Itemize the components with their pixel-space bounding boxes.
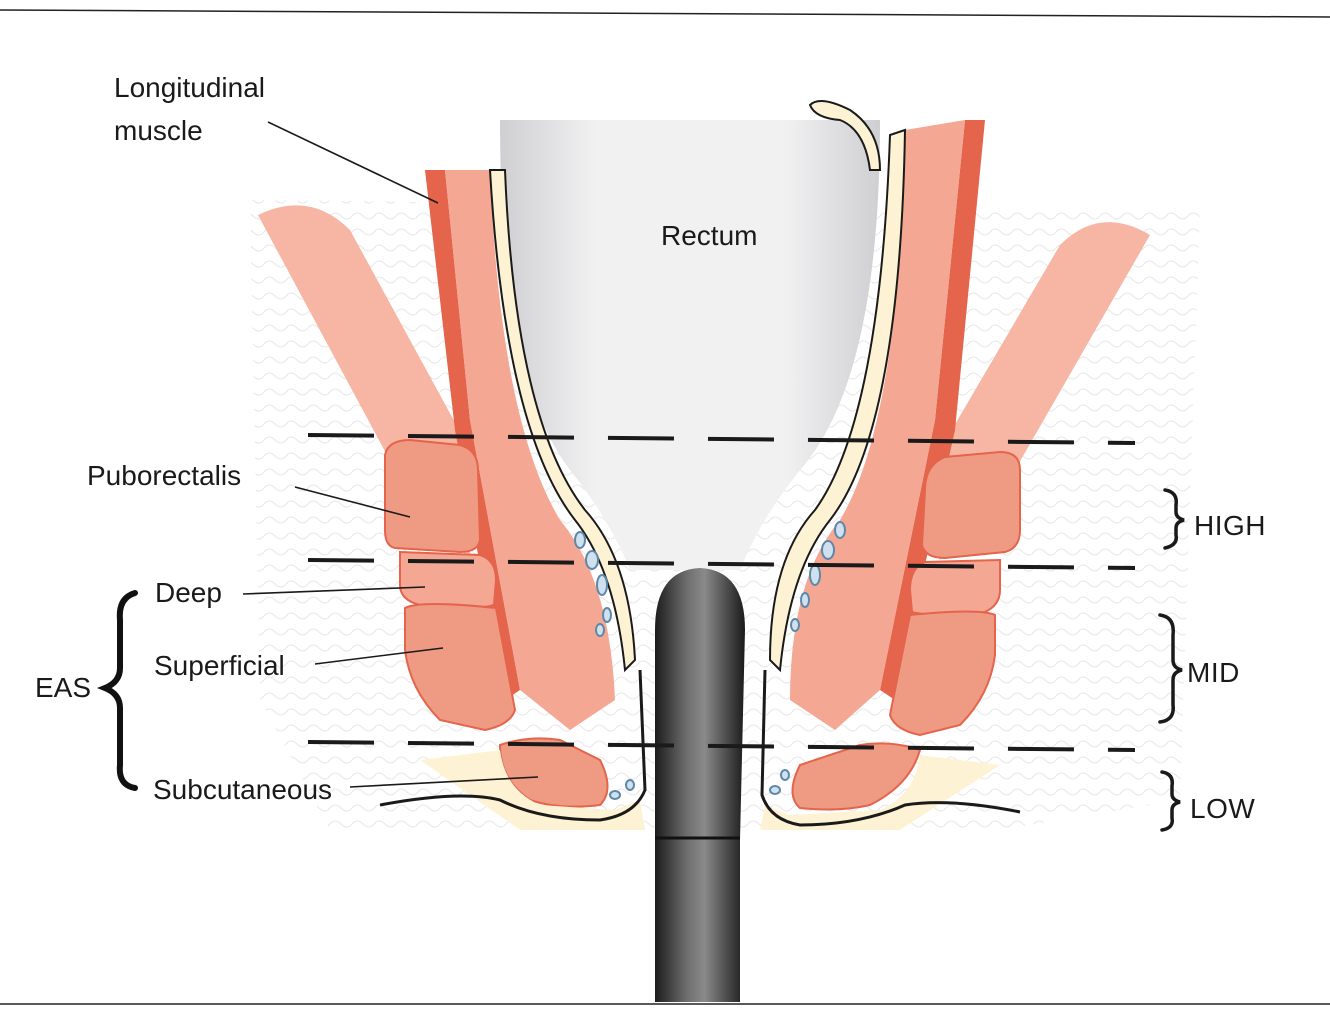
endoanal-probe	[655, 568, 745, 1002]
longitudinal-leader	[268, 122, 438, 203]
label-eas: EAS	[35, 672, 91, 703]
label-puborectalis: Puborectalis	[87, 460, 241, 491]
zone-label-low: LOW	[1190, 793, 1255, 824]
label-deep: Deep	[155, 577, 222, 608]
top-rule	[0, 10, 1330, 17]
right-puborectalis	[922, 452, 1020, 558]
label-longitudinal-muscle-line1: Longitudinal	[114, 72, 265, 103]
zone-label-mid: MID	[1187, 657, 1240, 688]
label-superficial: Superficial	[154, 650, 285, 681]
label-longitudinal-muscle-line2: muscle	[114, 115, 203, 146]
eas-brace	[105, 593, 135, 788]
left-puborectalis	[385, 440, 480, 552]
zone-label-high: HIGH	[1194, 510, 1266, 541]
label-rectum: Rectum	[661, 220, 757, 251]
label-subcutaneus: Subcutaneous	[153, 774, 332, 805]
